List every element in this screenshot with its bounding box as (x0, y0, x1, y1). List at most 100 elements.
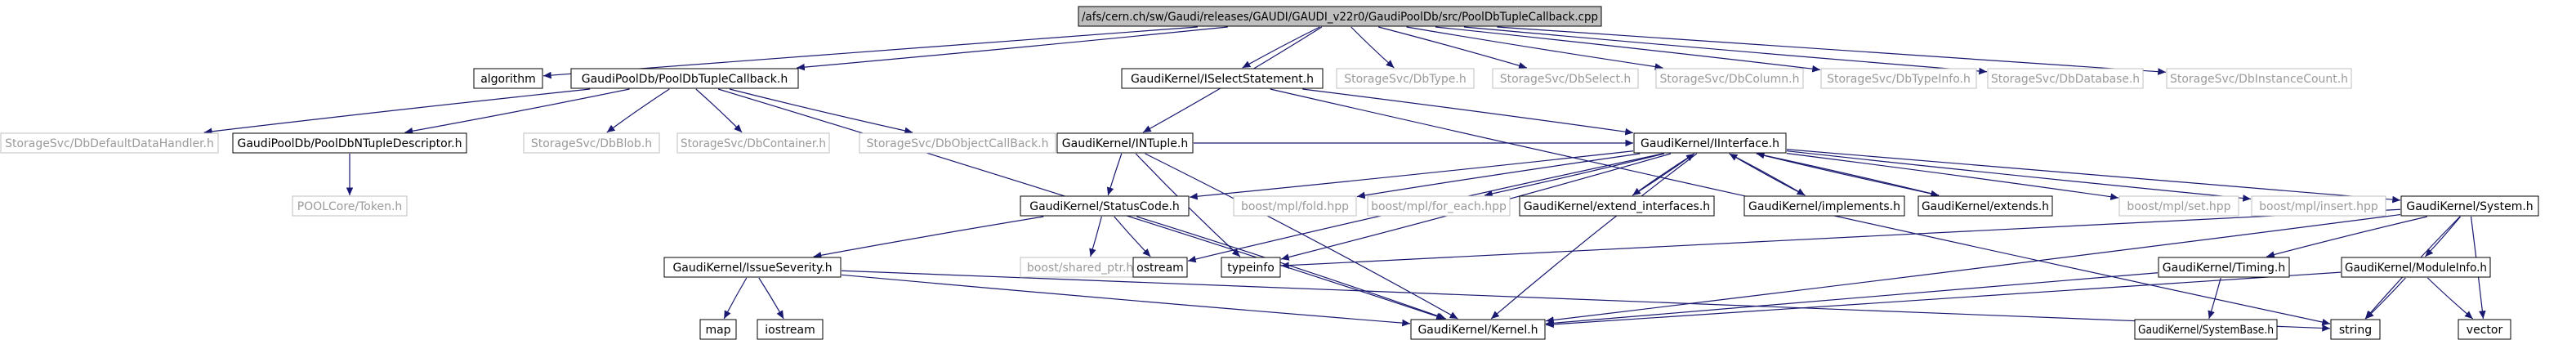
node-kernel[interactable]: GaudiKernel/Kernel.h (1410, 319, 1546, 340)
node-string[interactable]: string (2330, 319, 2381, 340)
node-system[interactable]: GaudiKernel/System.h (2400, 195, 2539, 217)
node-box-vector (2458, 319, 2511, 340)
node-label-statuscode: GaudiKernel/StatusCode.h (1029, 200, 1180, 213)
edge-root-to-dbdatabase (1463, 26, 1988, 75)
node-label-dbselect: StorageSvc/DbSelect.h (1500, 73, 1632, 86)
node-box-dbblob (523, 132, 660, 154)
node-box-dbdatabase (1987, 68, 2144, 89)
edge-intuple-to-statuscode (1106, 153, 1123, 196)
node-extendif[interactable]: GaudiKernel/extend_interfaces.h (1519, 195, 1715, 217)
node-box-statuscode (1020, 195, 1190, 217)
edge-tuplecb-to-dbdefhandler (203, 88, 591, 136)
node-box-foreach (1367, 195, 1511, 217)
node-box-mplinsert (2251, 195, 2386, 217)
node-label-ntupledesc: GaudiPoolDb/PoolDbNTupleDescriptor.h (238, 137, 462, 150)
node-extends[interactable]: GaudiKernel/extends.h (1917, 195, 2053, 217)
node-label-vector: vector (2467, 324, 2503, 337)
edge-tuplecb-to-ntupledesc (404, 88, 630, 135)
node-box-ostream (1132, 257, 1188, 278)
node-label-issueseverity: GaudiKernel/IssueSeverity.h (672, 262, 832, 275)
edge-iinterface-to-fold (1356, 153, 1641, 199)
node-map[interactable]: map (699, 319, 737, 340)
edge-system-to-moduleinfo (2425, 216, 2462, 257)
node-label-kernel: GaudiKernel/Kernel.h (1417, 324, 1538, 337)
node-dbdatabase: StorageSvc/DbDatabase.h (1987, 68, 2144, 89)
node-box-dbinstcount (2166, 68, 2352, 89)
node-label-root: /afs/cern.ch/sw/Gaudi/releases/GAUDI/GAU… (1082, 11, 1598, 24)
node-label-iselect: GaudiKernel/ISelectStatement.h (1131, 73, 1314, 86)
node-iselect[interactable]: GaudiKernel/ISelectStatement.h (1121, 68, 1324, 89)
node-label-dbobjcb: StorageSvc/DbObjectCallBack.h (866, 137, 1048, 150)
node-timing[interactable]: GaudiKernel/Timing.h (2158, 257, 2290, 278)
node-label-dbdatabase: StorageSvc/DbDatabase.h (1991, 73, 2140, 86)
edge-tuplecb-to-dbcontainer (695, 88, 743, 133)
dependency-edges (203, 26, 2486, 332)
node-box-extends (1917, 195, 2053, 217)
edge-extendif-to-iinterface (1632, 153, 1695, 196)
edge-issueseverity-to-map (723, 277, 748, 320)
node-label-extendif: GaudiKernel/extend_interfaces.h (1524, 200, 1710, 213)
node-ostream[interactable]: ostream (1132, 257, 1188, 278)
edge-tuplecb-to-dbobjcb (729, 88, 913, 135)
edge-system-to-kernel (1545, 213, 2401, 324)
node-ntupledesc[interactable]: GaudiPoolDb/PoolDbNTupleDescriptor.h (232, 132, 467, 154)
node-dbobjcb: StorageSvc/DbObjectCallBack.h (859, 132, 1056, 154)
node-label-algorithm: algorithm (480, 73, 536, 86)
edge-iinterface-to-statuscode (1189, 150, 1634, 200)
node-typeinfo[interactable]: typeinfo (1221, 257, 1281, 278)
node-label-implements: GaudiKernel/implements.h (1748, 200, 1900, 213)
node-label-dbcontainer: StorageSvc/DbContainer.h (681, 137, 826, 150)
node-implements[interactable]: GaudiKernel/implements.h (1743, 195, 1905, 217)
node-vector[interactable]: vector (2458, 319, 2511, 340)
node-algorithm[interactable]: algorithm (473, 68, 543, 89)
edge-statuscode-to-issueseverity (813, 216, 1044, 259)
node-box-iinterface (1633, 132, 1787, 154)
edge-implements-to-iinterface (1729, 153, 1806, 196)
node-issueseverity[interactable]: GaudiKernel/IssueSeverity.h (663, 257, 842, 278)
node-box-iselect (1121, 68, 1324, 89)
edge-statuscode-to-kernel (1136, 216, 1446, 320)
node-root[interactable]: /afs/cern.ch/sw/Gaudi/releases/GAUDI/GAU… (1078, 6, 1602, 27)
node-systembase[interactable]: GaudiKernel/SystemBase.h (2134, 319, 2278, 340)
node-label-dbtypeinfo: StorageSvc/DbTypeInfo.h (1827, 73, 1971, 86)
node-fold: boost/mpl/fold.hpp (1233, 195, 1357, 217)
node-intuple[interactable]: GaudiKernel/INTuple.h (1056, 132, 1194, 154)
edge-statuscode-to-sharedptr (1089, 216, 1102, 257)
node-box-ntupledesc (232, 132, 467, 154)
node-box-sharedptr (1020, 257, 1155, 278)
edge-moduleinfo-to-vector (2426, 277, 2474, 320)
node-iinterface[interactable]: GaudiKernel/IInterface.h (1633, 132, 1787, 154)
node-box-dbcontainer (676, 132, 830, 154)
node-label-dbcolumn: StorageSvc/DbColumn.h (1660, 73, 1800, 86)
node-label-iinterface: GaudiKernel/IInterface.h (1641, 137, 1779, 150)
node-moduleinfo[interactable]: GaudiKernel/ModuleInfo.h (2341, 257, 2491, 278)
node-label-ostream: ostream (1136, 262, 1184, 275)
edge-extends-to-iinterface (1756, 151, 1940, 196)
node-tuplecb[interactable]: GaudiPoolDb/PoolDbTupleCallback.h (570, 68, 799, 89)
node-box-root (1078, 6, 1602, 27)
node-box-algorithm (473, 68, 543, 89)
node-box-fold (1233, 195, 1357, 217)
node-box-typeinfo (1221, 257, 1281, 278)
edge-system-to-timing (2266, 216, 2427, 258)
edge-iinterface-to-mplinsert (1786, 150, 2252, 202)
node-foreach: boost/mpl/for_each.hpp (1367, 195, 1511, 217)
node-dbblob: StorageSvc/DbBlob.h (523, 132, 660, 154)
node-label-mplset: boost/mpl/set.hpp (2127, 200, 2230, 213)
node-dbtypeinfo: StorageSvc/DbTypeInfo.h (1820, 68, 1977, 89)
node-statuscode[interactable]: GaudiKernel/StatusCode.h (1020, 195, 1190, 217)
edge-iinterface-to-foreach (1484, 153, 1665, 198)
node-box-kernel (1410, 319, 1546, 340)
node-iostream[interactable]: iostream (757, 319, 824, 340)
edge-iinterface-to-system (1786, 149, 2401, 204)
node-mplset: boost/mpl/set.hpp (2118, 195, 2239, 217)
node-label-typeinfo: typeinfo (1227, 262, 1275, 275)
edge-moduleinfo-to-kernel (1545, 271, 2342, 329)
edge-root-to-dbcolumn (1406, 26, 1663, 70)
node-label-dbinstcount: StorageSvc/DbInstanceCount.h (2170, 73, 2348, 86)
node-box-string (2330, 319, 2381, 340)
edge-issueseverity-to-kernel (841, 274, 1411, 327)
node-pooltoken: POOLCore/Token.h (292, 195, 408, 217)
node-label-sharedptr: boost/shared_ptr.hpp (1027, 262, 1148, 275)
